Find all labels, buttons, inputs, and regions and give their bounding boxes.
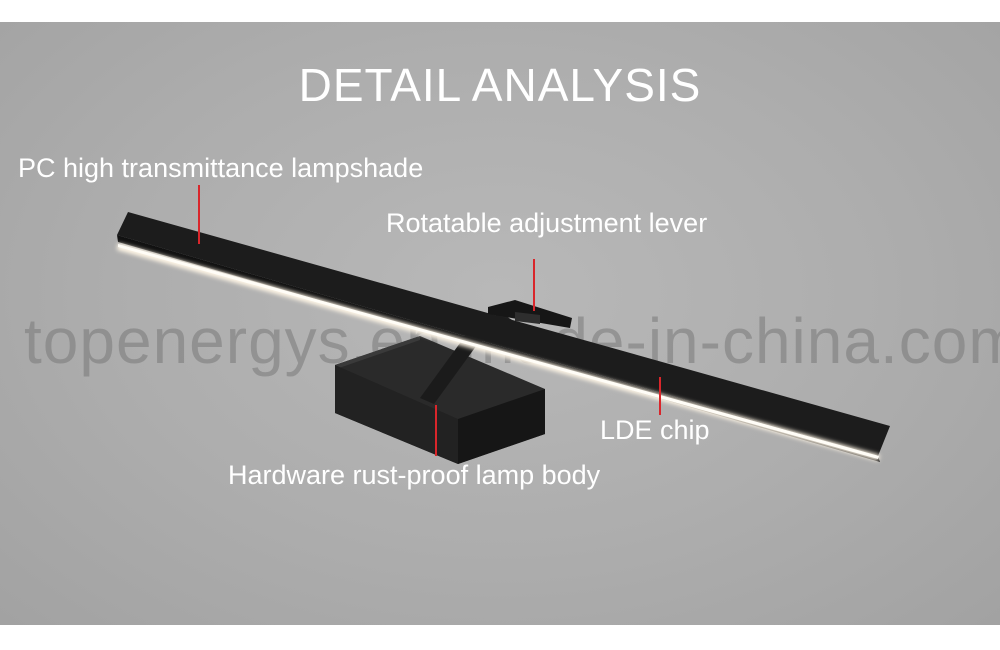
lamp-bar <box>117 212 890 462</box>
label-lampshade: PC high transmittance lampshade <box>18 153 424 183</box>
lamp-illustration <box>117 185 890 464</box>
page-title: DETAIL ANALYSIS <box>298 59 702 111</box>
label-lamp-body: Hardware rust-proof lamp body <box>228 460 601 490</box>
lamp-body-mount <box>335 336 545 464</box>
label-adjustment-lever: Rotatable adjustment lever <box>386 208 708 238</box>
product-detail-panel: topenergys.en.made-in-china.com <box>0 22 1000 625</box>
adjustment-lever-block <box>488 300 572 328</box>
label-led-chip: LDE chip <box>600 415 710 445</box>
